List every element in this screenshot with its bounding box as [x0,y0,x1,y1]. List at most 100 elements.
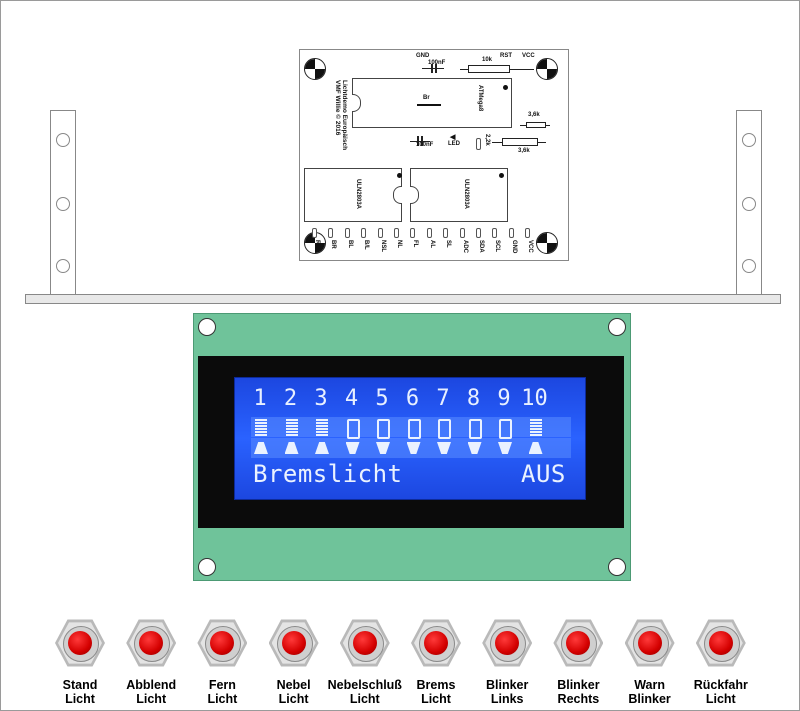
lamp-icon [345,442,360,454]
button-label-line2: Licht [207,692,238,706]
lamp-icon [528,442,543,454]
red-button-cap-icon[interactable] [637,631,662,655]
uln-chip-2: ULN2803A [410,168,508,222]
connector-pin-label: AL [428,240,435,248]
rst-label: RST [500,53,512,59]
res36k-a-label: 3,6k [528,112,540,118]
button-label-line2: Blinker [628,692,671,706]
push-button[interactable] [55,618,105,668]
channel-on-indicator [529,419,542,437]
connector-pin [525,228,531,238]
left-bracket [50,110,76,298]
board-hole [608,558,626,576]
button-label-line1: Rückfahr [693,678,748,692]
push-button[interactable] [695,618,746,668]
channel-number: 9 [497,386,511,411]
bracket-hole [56,197,70,211]
push-button[interactable] [339,618,390,668]
lcd-cell [267,417,283,437]
lcd-function-text: Bremslicht [253,460,403,488]
cap2-lead [410,141,430,142]
connector-pin [476,228,481,238]
bracket-hole [742,197,756,211]
channel-off-indicator [438,419,451,439]
button-label-line2: Licht [65,692,95,706]
red-button-cap-icon[interactable] [424,631,448,655]
button-label-line2: Licht [421,692,451,706]
connector-pin [508,228,514,238]
push-button[interactable] [411,618,461,668]
button-label-line1: Blinker [485,678,529,692]
uln1-label: ULN2803A [355,179,361,210]
lcd-cell [299,438,315,458]
red-button-cap-icon[interactable] [281,631,306,655]
button-label-line2: Licht [705,692,736,706]
bracket-hole [742,133,756,147]
pcb-title-line2: VMF Willie © 2016 [334,80,341,136]
atmega-chip: Br ATMega8 [352,78,512,128]
uln-chip-1: ULN2803A [304,168,402,222]
lamp-icon [406,442,421,454]
mounting-hole-icon [536,58,558,80]
chip-pin1-dot [499,173,504,178]
red-button-cap-icon[interactable] [566,631,591,655]
push-button[interactable] [197,618,248,668]
button-label-line1: Fern [208,678,236,692]
pcb-title: Lichtdemo Europäisch VMF Willie © 2016 [334,80,348,150]
connector-pin [492,228,498,238]
lcd-cell [555,417,571,437]
push-button[interactable] [482,618,533,668]
connector-pin [426,228,432,238]
red-button-cap-icon[interactable] [495,631,520,655]
connector-pin-label: SDA [478,240,484,253]
atmega-label: ATMega8 [477,85,483,112]
red-button-cap-icon[interactable] [139,631,164,655]
red-button-cap-icon[interactable] [352,631,377,655]
connector-pin [459,228,465,238]
cap1-lead [422,68,444,69]
board-hole [198,318,216,336]
lcd-cell [539,417,555,437]
push-button[interactable] [126,618,177,668]
red-button-cap-icon[interactable] [708,631,733,655]
connector-pin [361,228,367,238]
lcd-cell [459,417,475,437]
button-label-line1: Nebel [276,678,311,692]
button-label-line1: Stand [62,678,98,692]
lamp-icon [315,442,329,454]
right-bracket [736,110,762,298]
connector-pin [377,228,383,238]
connector-pin [394,228,399,238]
button-label-line1: Blinker [557,678,600,692]
push-button[interactable] [624,618,675,668]
lcd-cell [331,417,347,437]
chip-notch [352,94,361,112]
pcb-layout: Lichtdemo Europäisch VMF Willie © 2016 B… [299,49,569,261]
lcd-cell [331,438,347,458]
lcd-cell [363,438,379,458]
push-button[interactable] [553,618,604,668]
connector-pin-label: GND [510,240,517,254]
res36k-b [502,138,538,146]
res22k [476,138,481,150]
lcd-cell [475,417,491,437]
br-jumper [417,104,441,106]
connector-pin-label: BL [346,240,353,248]
channel-off-indicator [377,419,390,439]
board-hole [608,318,626,336]
red-button-cap-icon[interactable] [210,631,235,655]
gnd-label: GND [416,53,430,59]
res36k-b-label: 3,6k [518,148,530,154]
button-label-line2: Links [490,692,524,706]
lcd-cell [443,417,459,437]
red-button-cap-icon[interactable] [68,631,92,655]
push-button[interactable] [268,618,319,668]
